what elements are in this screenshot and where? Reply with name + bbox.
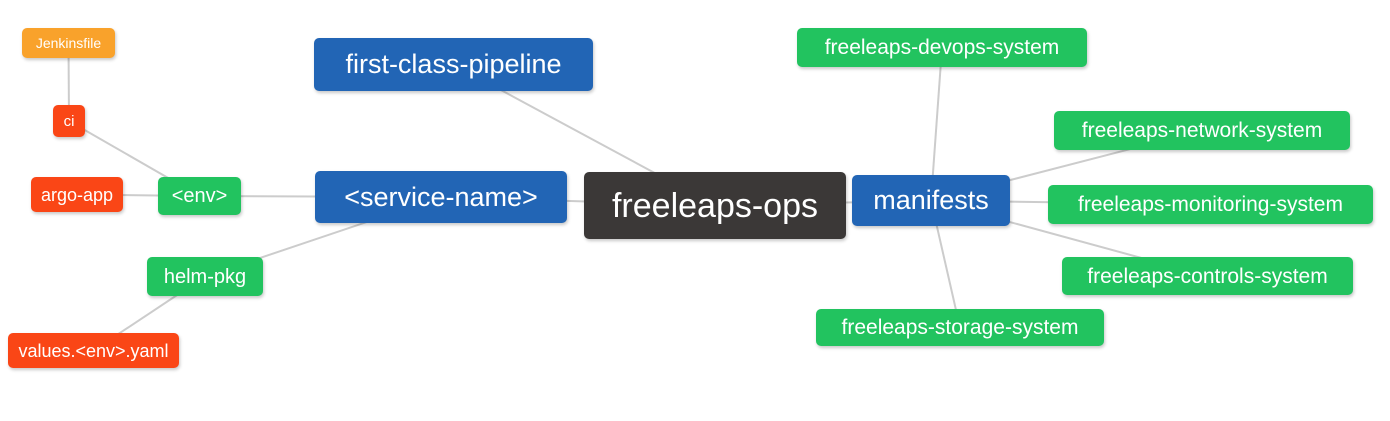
node-env-label: <env> — [171, 185, 228, 207]
node-controls-system-label: freeleaps-controls-system — [1087, 264, 1328, 288]
node-monitoring-system-label: freeleaps-monitoring-system — [1078, 193, 1343, 216]
node-first-class-pipeline[interactable]: first-class-pipeline — [314, 38, 593, 91]
node-devops-system[interactable]: freeleaps-devops-system — [797, 28, 1087, 67]
node-argo-app-label: argo-app — [40, 184, 114, 205]
node-service-name[interactable]: <service-name> — [315, 171, 567, 223]
node-helm-pkg[interactable]: helm-pkg — [147, 257, 263, 296]
node-service-name-label: <service-name> — [344, 181, 538, 212]
node-devops-system-label: freeleaps-devops-system — [824, 36, 1060, 59]
node-controls-system[interactable]: freeleaps-controls-system — [1062, 257, 1353, 295]
node-values-env-yaml-label: values.<env>.yaml — [18, 340, 169, 361]
node-freeleaps-ops[interactable]: freeleaps-ops — [584, 172, 846, 239]
node-jenkinsfile[interactable]: Jenkinsfile — [22, 28, 115, 58]
node-env[interactable]: <env> — [158, 177, 241, 215]
node-argo-app[interactable]: argo-app — [31, 177, 123, 212]
node-manifests-label: manifests — [873, 185, 989, 215]
node-values-env-yaml[interactable]: values.<env>.yaml — [8, 333, 179, 368]
node-ci-label: ci — [63, 112, 75, 130]
node-manifests[interactable]: manifests — [852, 175, 1010, 226]
node-monitoring-system[interactable]: freeleaps-monitoring-system — [1048, 185, 1373, 224]
node-first-class-pipeline-label: first-class-pipeline — [345, 49, 562, 79]
node-ci[interactable]: ci — [53, 105, 85, 137]
node-network-system-label: freeleaps-network-system — [1081, 119, 1323, 142]
node-helm-pkg-label: helm-pkg — [163, 265, 247, 288]
node-network-system[interactable]: freeleaps-network-system — [1054, 111, 1350, 150]
node-storage-system-label: freeleaps-storage-system — [841, 316, 1079, 339]
node-freeleaps-ops-label: freeleaps-ops — [611, 186, 818, 225]
node-jenkinsfile-label: Jenkinsfile — [35, 35, 102, 51]
node-storage-system[interactable]: freeleaps-storage-system — [816, 309, 1104, 346]
